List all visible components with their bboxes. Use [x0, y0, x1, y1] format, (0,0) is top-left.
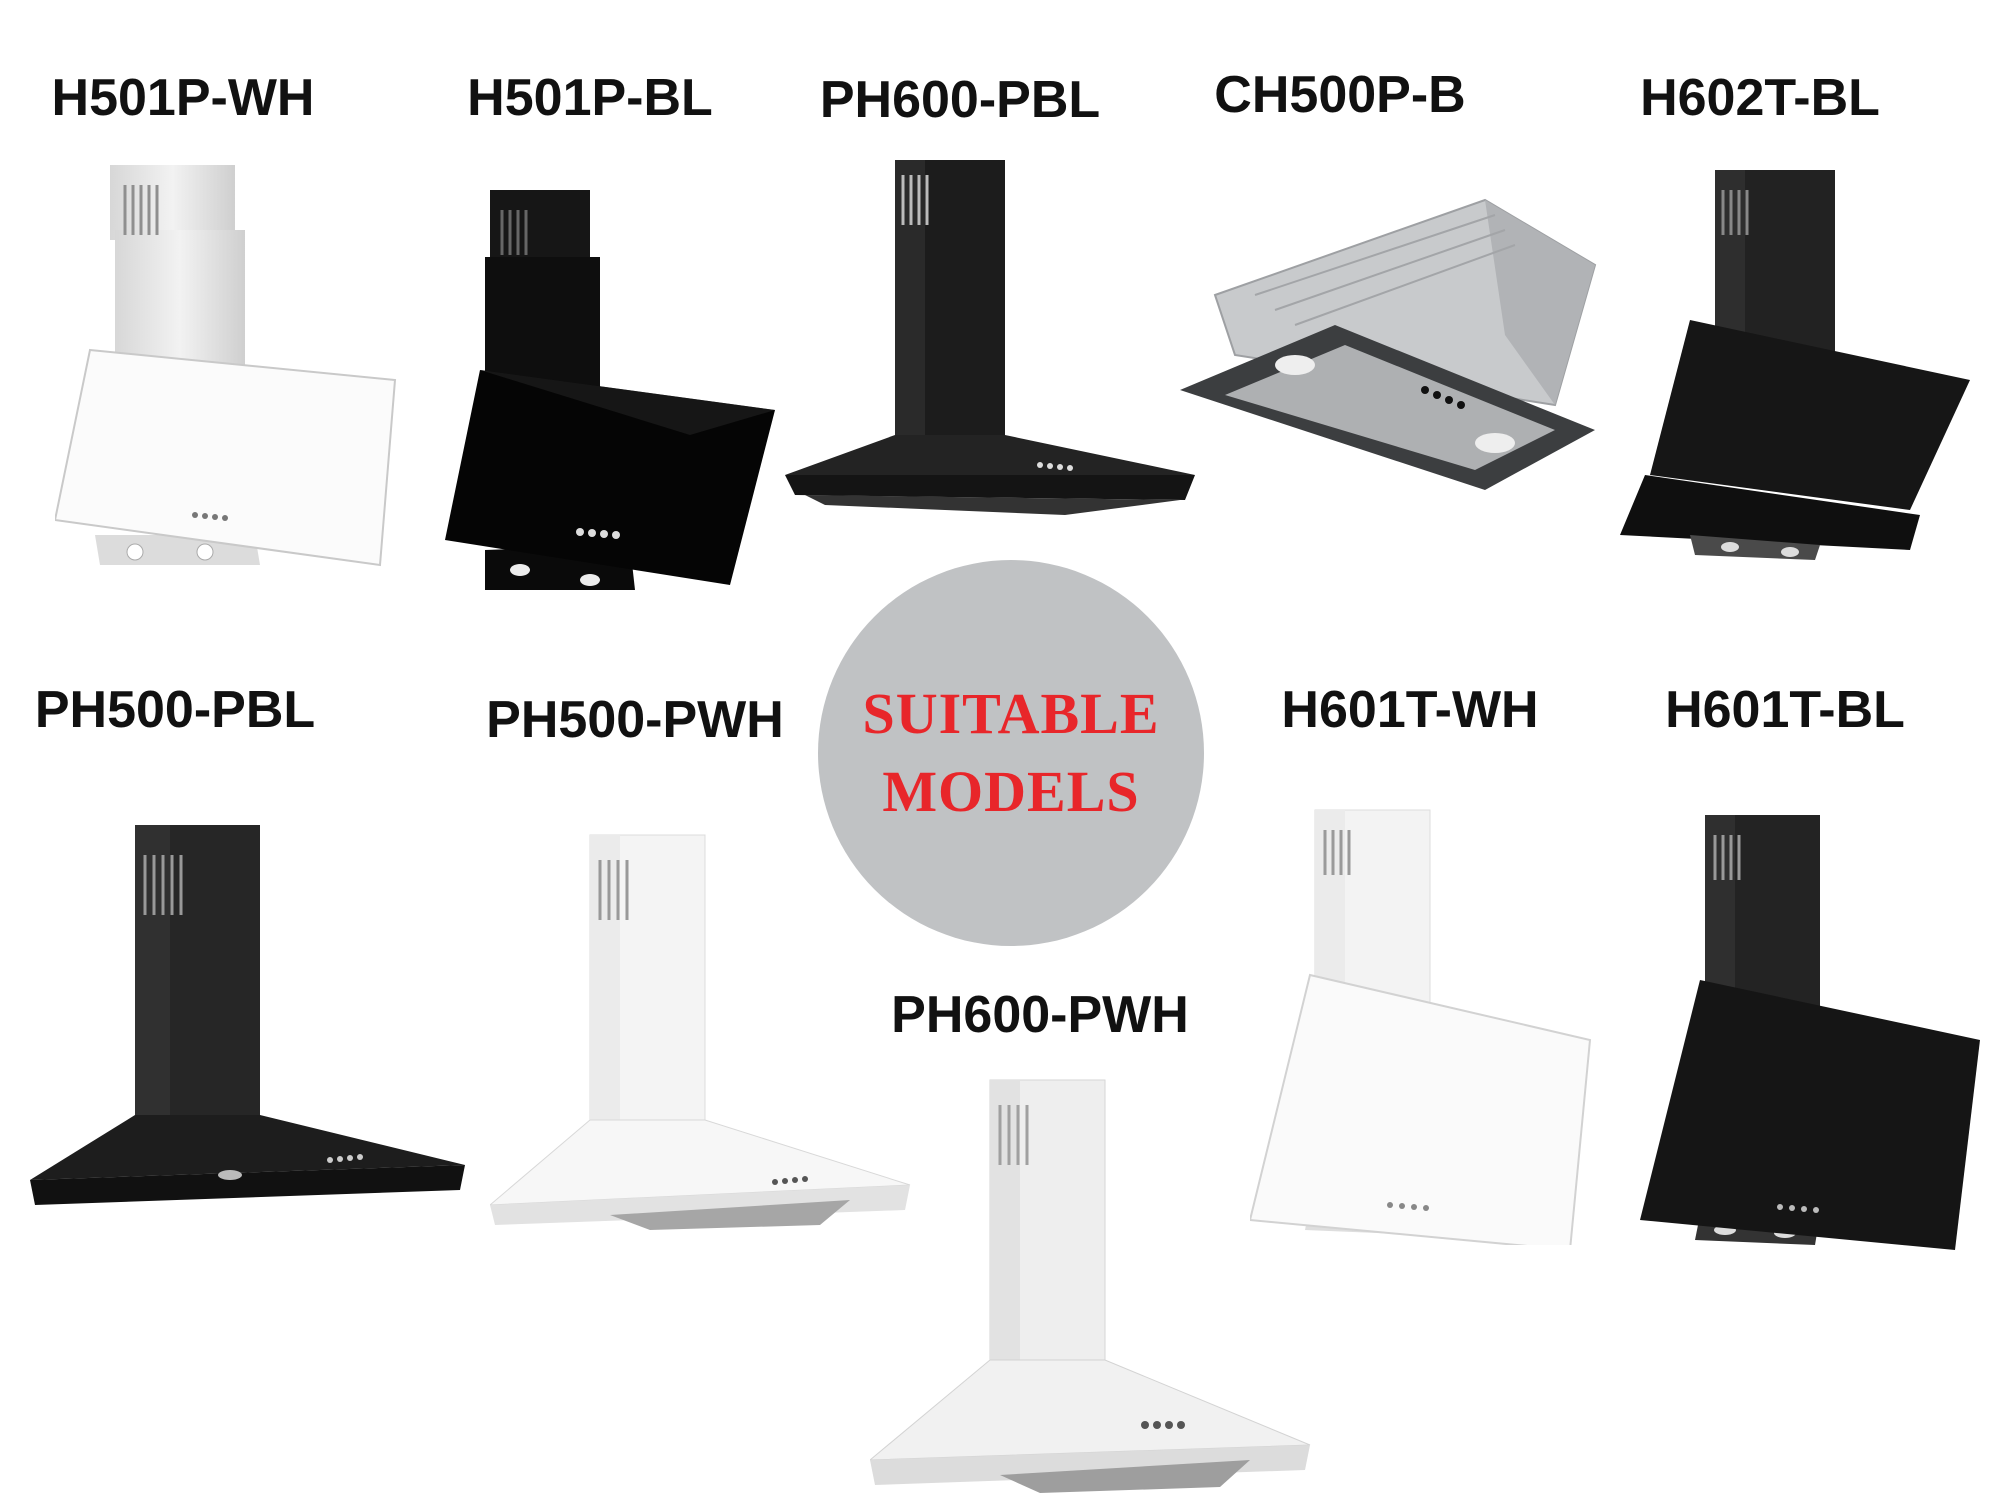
hood-image-h601t-wh [1250, 805, 1595, 1245]
badge-line-1: SUITABLE [862, 681, 1160, 746]
hood-image-h602t-bl [1620, 165, 1980, 560]
model-label-h602t-bl: H602T-BL [1640, 69, 1880, 127]
hood-image-ph500-pbl [30, 820, 470, 1215]
badge-line-2: MODELS [882, 759, 1140, 824]
model-label-ph600-pwh: PH600-PWH [891, 986, 1189, 1044]
hood-image-ch500p-b [1175, 185, 1605, 495]
model-label-ph600-pbl: PH600-PBL [819, 71, 1101, 129]
hood-image-h501p-wh [55, 160, 400, 580]
hood-image-h601t-bl [1640, 810, 1985, 1255]
model-label-ph500-pbl: PH500-PBL [34, 681, 316, 739]
hood-image-ph600-pbl [785, 155, 1200, 520]
hood-image-ph500-pwh [490, 830, 915, 1235]
model-label-ph500-pwh: PH500-PWH [486, 691, 784, 749]
model-label-h601t-wh: H601T-WH [1281, 681, 1539, 739]
hood-image-ph600-pwh [870, 1075, 1315, 1495]
model-label-ch500p-b: CH500P-B [1214, 66, 1466, 124]
model-label-h501p-wh: H501P-WH [51, 69, 315, 127]
hood-image-h501p-bl [440, 185, 780, 595]
suitable-models-badge: SUITABLE MODELS [818, 560, 1204, 946]
model-label-h501p-bl: H501P-BL [467, 69, 713, 127]
model-label-h601t-bl: H601T-BL [1665, 681, 1905, 739]
